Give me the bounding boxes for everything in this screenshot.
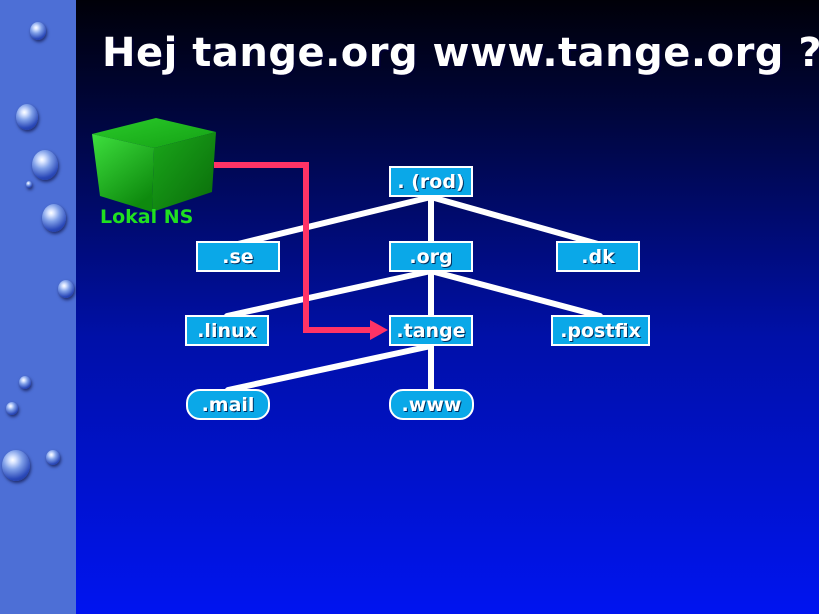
tree-edges: [224, 194, 603, 393]
water-drop-icon: [16, 104, 38, 130]
edge-root-dk: [428, 194, 601, 247]
local-ns-label: Lokal NS: [100, 206, 194, 228]
water-drop-icon: [42, 204, 66, 232]
node-dk: .dk: [556, 241, 640, 272]
edge-tange-mail: [225, 343, 434, 393]
slide-title: Hej tange.org www.tange.org ?: [102, 30, 819, 76]
water-drop-icon: [26, 181, 32, 188]
node-root: . (rod): [389, 166, 473, 197]
edge-root-se: [235, 194, 434, 247]
node-se: .se: [196, 241, 280, 272]
node-www: .www: [389, 389, 474, 420]
query-arrow-head: [370, 320, 388, 340]
water-drop-icon: [19, 376, 31, 389]
query-arrow: [214, 162, 388, 340]
node-tange: .tange: [389, 315, 473, 346]
water-drop-icon: [2, 450, 30, 481]
edge-org-linux: [224, 268, 434, 319]
water-drop-icon: [32, 150, 58, 180]
edge-org-postfix: [428, 268, 603, 319]
node-linux: .linux: [185, 315, 269, 346]
node-mail: .mail: [186, 389, 270, 420]
water-drop-icon: [6, 402, 18, 415]
node-postfix: .postfix: [551, 315, 650, 346]
node-org: .org: [389, 241, 473, 272]
water-drop-icon: [30, 22, 46, 40]
water-drop-icon: [58, 280, 74, 298]
green-cube-icon: [92, 118, 216, 212]
query-arrow-line: [214, 162, 372, 333]
sidebar-decoration: [0, 0, 76, 614]
water-drop-icon: [46, 450, 60, 465]
